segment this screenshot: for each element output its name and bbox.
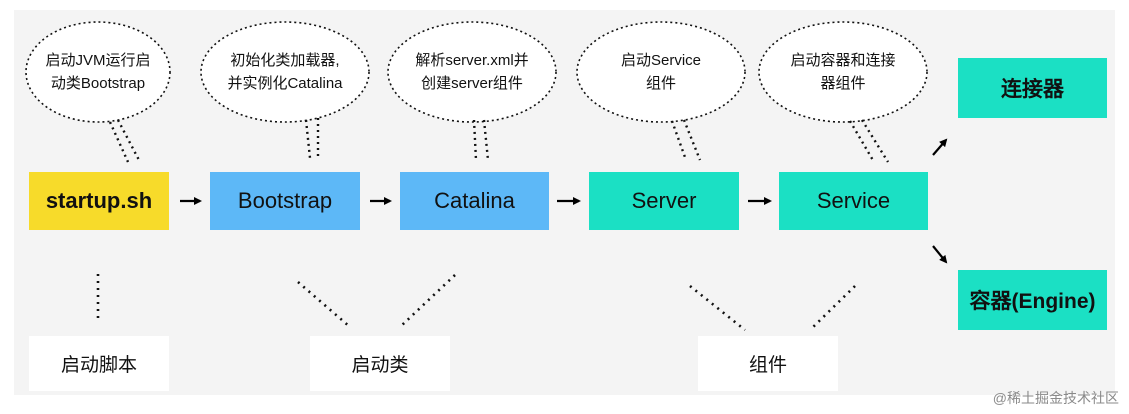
category-boot-classes: 启动类 bbox=[310, 336, 450, 391]
cloud-bubble-5 bbox=[758, 21, 928, 123]
category-components: 组件 bbox=[698, 336, 838, 391]
cloud-tail-1 bbox=[108, 119, 142, 163]
connector-box: 连接器 bbox=[958, 58, 1107, 118]
category-startup-script: 启动脚本 bbox=[29, 336, 169, 391]
cloud-text-2: 初始化类加载器, 并实例化Catalina bbox=[211, 49, 359, 95]
bootstrap-box: Bootstrap bbox=[210, 172, 360, 230]
group-line-boot-right bbox=[399, 274, 456, 328]
startup-sh-box: startup.sh bbox=[29, 172, 169, 230]
cloud-text-5: 启动容器和连接 器组件 bbox=[769, 49, 917, 95]
group-line-boot-left bbox=[297, 281, 351, 328]
catalina-box: Catalina bbox=[400, 172, 549, 230]
cloud-tail-3 bbox=[472, 119, 490, 161]
cloud-text-3-line1: 解析server.xml并 bbox=[415, 52, 529, 69]
cloud-text-1-line1: 启动JVM运行启 bbox=[45, 52, 151, 69]
cloud-text-5-line2: 器组件 bbox=[820, 75, 866, 92]
service-box: Service bbox=[779, 172, 928, 230]
group-line-comp-left bbox=[689, 284, 746, 332]
server-box: Server bbox=[589, 172, 739, 230]
arrow-service-connector bbox=[932, 138, 948, 156]
group-line-comp-right bbox=[809, 285, 856, 331]
cloud-text-2-line1: 初始化类加载器, bbox=[230, 52, 340, 69]
cloud-bubble-2 bbox=[200, 21, 370, 123]
cloud-bubble-4 bbox=[576, 21, 746, 123]
cloud-text-3: 解析server.xml并 创建server组件 bbox=[398, 49, 546, 95]
arrow-service-container bbox=[932, 245, 948, 264]
cloud-bubble-1 bbox=[25, 21, 171, 123]
watermark-text: @稀土掘金技术社区 bbox=[992, 390, 1119, 406]
cloud-text-1-line2: 动类Bootstrap bbox=[50, 75, 146, 92]
cloud-text-1: 启动JVM运行启 动类Bootstrap bbox=[36, 49, 160, 95]
cloud-tail-2 bbox=[304, 118, 320, 159]
cloud-text-5-line1: 启动容器和连接 bbox=[790, 52, 896, 69]
cloud-bubble-3 bbox=[387, 21, 557, 123]
cloud-tail-5 bbox=[848, 119, 890, 163]
cloud-text-2-line2: 并实例化Catalina bbox=[227, 75, 343, 92]
cloud-tail-4 bbox=[670, 119, 702, 161]
cloud-text-3-line2: 创建server组件 bbox=[421, 75, 523, 92]
cloud-text-4: 启动Service 组件 bbox=[587, 49, 735, 95]
cloud-text-4-line1: 启动Service bbox=[620, 52, 702, 69]
container-engine-box: 容器(Engine) bbox=[958, 270, 1107, 330]
cloud-text-4-line2: 组件 bbox=[645, 75, 676, 92]
